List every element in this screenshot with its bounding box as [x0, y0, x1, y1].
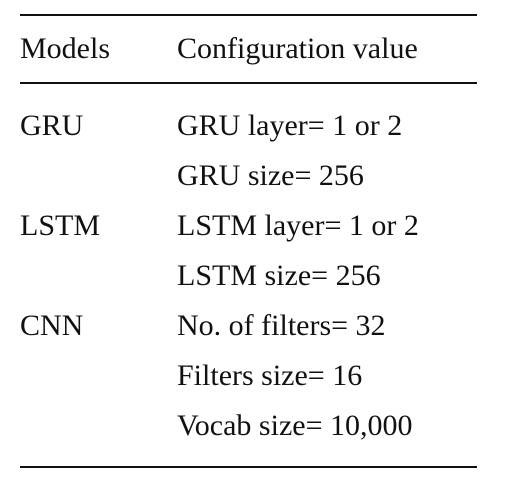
table-row: GRU GRU layer= 1 or 2 [20, 111, 477, 161]
table-row: GRU size= 256 [20, 161, 477, 211]
configuration-table: Models Configuration value GRU GRU layer… [20, 14, 477, 471]
top-rule [20, 14, 477, 16]
table-row: LSTM size= 256 [20, 261, 477, 311]
model-cell: CNN [20, 309, 84, 342]
table-row: Vocab size= 10,000 [20, 411, 477, 461]
config-cell: GRU layer= 1 or 2 [177, 109, 403, 142]
model-cell: LSTM [20, 209, 101, 242]
config-cell: LSTM size= 256 [177, 259, 381, 292]
table-row: CNN No. of filters= 32 [20, 311, 477, 361]
config-cell: Vocab size= 10,000 [177, 409, 413, 442]
config-cell: Filters size= 16 [177, 359, 363, 392]
bottom-rule [20, 466, 477, 468]
config-cell: No. of filters= 32 [177, 309, 386, 342]
table-body: GRU GRU layer= 1 or 2 GRU size= 256 LSTM… [20, 84, 477, 471]
header-models: Models [20, 32, 110, 65]
table-header-row: Models Configuration value [20, 16, 477, 82]
config-cell: GRU size= 256 [177, 159, 364, 192]
config-cell: LSTM layer= 1 or 2 [177, 209, 419, 242]
header-configuration-value: Configuration value [177, 32, 418, 65]
table-row: Filters size= 16 [20, 361, 477, 411]
table-row: LSTM LSTM layer= 1 or 2 [20, 211, 477, 261]
header-rule [20, 82, 477, 84]
model-cell: GRU [20, 109, 84, 142]
